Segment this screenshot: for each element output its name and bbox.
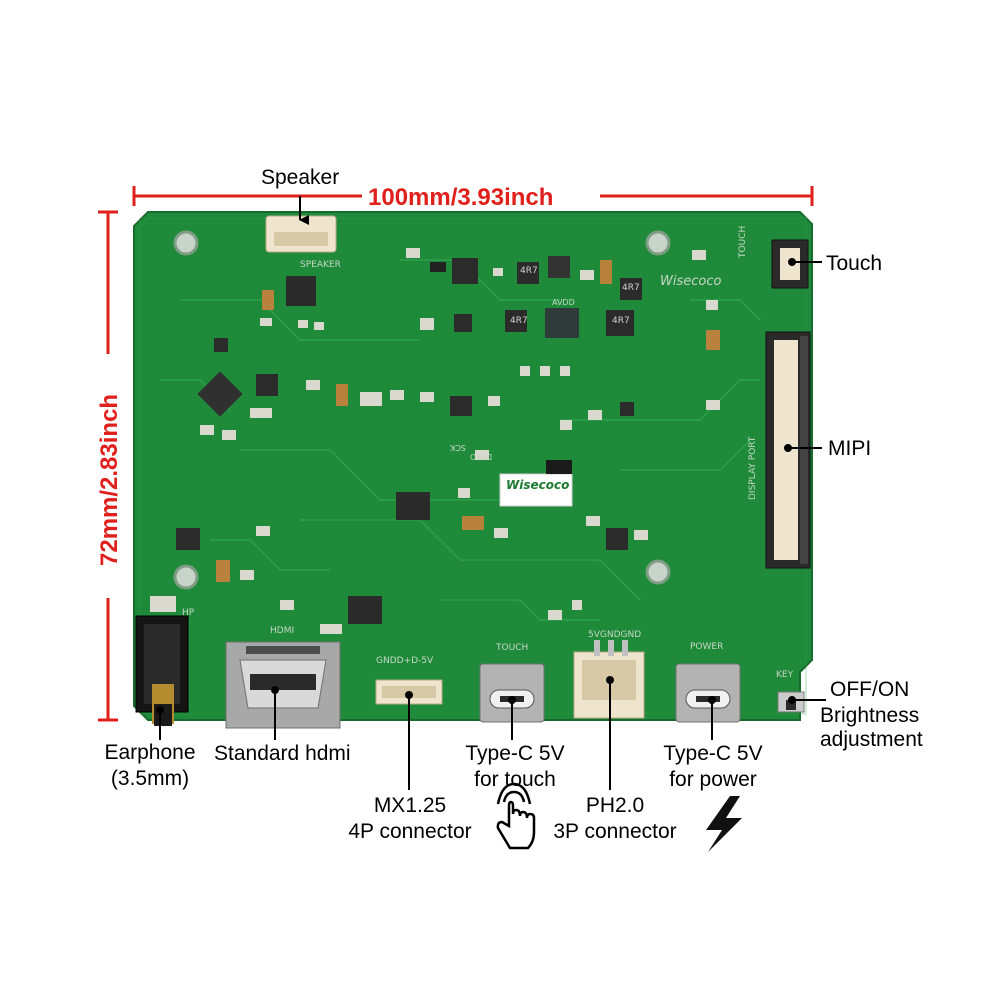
mx125-connector-label: 4P connector: [348, 820, 472, 843]
speaker-connector: [265, 215, 337, 253]
display-port-silkscreen: DISPLAY PORT: [748, 436, 758, 500]
height-dimension-line: [98, 210, 118, 722]
mipi-fpc-connector: [765, 331, 811, 569]
typec-power-sub-label: for power: [669, 768, 757, 791]
touch-port-silkscreen: TOUCH: [496, 643, 529, 653]
hdmi-silkscreen: HDMI: [270, 626, 295, 636]
chip-mark: 4R7: [520, 266, 538, 276]
gnd-pins-silkscreen: GNDD+D-5V: [376, 656, 434, 666]
touch-fpc-connector: [771, 239, 809, 289]
mounting-holes: [173, 230, 671, 590]
mx125-label: MX1.25: [373, 794, 447, 817]
chip-mark: 4R7: [510, 316, 528, 326]
lightning-bolt-icon: [706, 796, 742, 852]
hand-pointer-icon: [496, 782, 536, 850]
key-silkscreen: KEY: [776, 670, 794, 680]
pointer-lines: [156, 196, 826, 790]
smd-components: [150, 248, 720, 634]
ph20-label: PH2.0: [585, 794, 645, 817]
sck-silkscreen: SCK: [450, 443, 466, 452]
power-pins-silkscreen: 5VGNDGND: [588, 630, 642, 640]
brand-silkscreen: Wisecoco: [660, 274, 722, 289]
hp-silkscreen: HP: [182, 608, 195, 618]
sticker-brand: Wisecoco: [506, 478, 570, 492]
off-on-label: OFF/ON: [830, 678, 910, 701]
earphone-size-label: (3.5mm): [110, 767, 190, 790]
chip-mark: 4R7: [622, 283, 640, 293]
touch-label: Touch: [826, 252, 883, 275]
speaker-label: Speaker: [261, 166, 340, 189]
typec-power-label: Type-C 5V: [663, 742, 763, 765]
dato-silkscreen: DATO: [470, 452, 493, 461]
brightness-label: Brightness: [820, 704, 920, 727]
chip-mark: 4R7: [612, 316, 630, 326]
typec-touch-label: Type-C 5V: [465, 742, 565, 765]
typec-touch-sub-label: for touch: [474, 768, 556, 791]
power-silkscreen: POWER: [690, 642, 724, 652]
speaker-silkscreen: SPEAKER: [300, 260, 341, 270]
mipi-label: MIPI: [828, 437, 872, 460]
typec-power-port: [675, 663, 741, 723]
adjustment-label: adjustment: [820, 728, 923, 751]
standard-hdmi-label: Standard hdmi: [214, 742, 351, 765]
touch-silkscreen: TOUCH: [738, 225, 748, 258]
audio-jack: [135, 615, 189, 726]
serial-sticker: [499, 473, 573, 507]
earphone-label: Earphone: [104, 741, 196, 764]
avdd-silkscreen: AVDD: [552, 298, 575, 307]
ph20-connector-label: 3P connector: [553, 820, 677, 843]
width-dimension-label: 100mm/3.93inch: [368, 184, 554, 211]
height-dimension-label: 72mm/2.83inch: [96, 393, 123, 566]
hdmi-port: [225, 641, 341, 729]
width-dimension-line: [132, 186, 814, 206]
